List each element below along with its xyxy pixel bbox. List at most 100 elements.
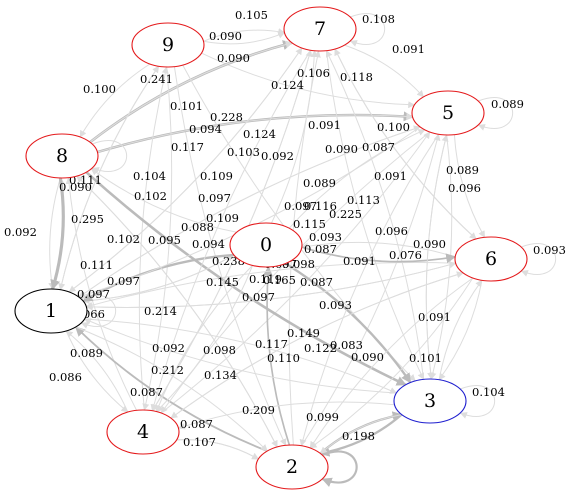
edge-label-9-to-2: 0.101 <box>170 99 203 113</box>
edge-label-1-to-4: 0.134 <box>204 368 237 382</box>
edge-6-to-6 <box>520 243 556 277</box>
edge-2-to-5 <box>300 133 441 447</box>
edge-9-to-7 <box>203 28 286 42</box>
edge-label-2-to-0: 0.145 <box>206 275 239 289</box>
edge-6-to-7 <box>334 48 477 240</box>
node-3-ellipse <box>393 378 467 424</box>
edge-2-to-1 <box>74 326 268 452</box>
edge-label-8-to-1: 0.295 <box>71 212 104 226</box>
edge-label-0-to-3: 0.225 <box>329 207 362 221</box>
edge-label-7-to-7: 0.108 <box>362 12 395 26</box>
edge-label-5-to-2: 0.087 <box>300 275 333 289</box>
node-0-ellipse <box>229 222 303 268</box>
edge-label-1-to-8: 0.092 <box>4 225 37 239</box>
edge-6-to-4 <box>170 272 464 419</box>
edge-label-0-to-7: 0.090 <box>325 142 358 156</box>
edge-label-9-to-7: 0.090 <box>209 29 242 43</box>
edge-label-4-to-2: 0.104 <box>472 385 505 399</box>
node-1: 1 <box>14 288 88 334</box>
edge-0-to-3 <box>284 262 412 384</box>
edge-3-to-2 <box>319 414 402 454</box>
edge-1-to-1 <box>80 295 116 329</box>
edge-label-3-to-7: 0.116 <box>304 199 337 213</box>
edge-6-to-3 <box>438 280 483 381</box>
edge-6-to-2 <box>309 277 474 449</box>
edge-label-9-to-5: 0.090 <box>217 51 250 65</box>
edge-label-2-to-2: 0.198 <box>342 429 375 443</box>
edge-label-9-to-8: 0.100 <box>83 82 116 96</box>
edge-label-6-to-0: 0.115 <box>293 217 326 231</box>
edge-label-6-to-2: 0.083 <box>330 338 363 352</box>
edge-label-9-to-3: 0.109 <box>200 169 233 183</box>
node-4: 4 <box>106 409 180 455</box>
node-7: 7 <box>283 6 357 52</box>
edge-8-to-1 <box>48 177 61 290</box>
edge-label-4-to-7: 0.097 <box>107 274 140 288</box>
edge-label-7-to-4: 0.098 <box>203 343 236 357</box>
edge-label-3-to-2: 0.212 <box>151 363 184 377</box>
edge-label-6-to-6: 0.093 <box>533 243 566 257</box>
edge-2-to-0 <box>262 265 291 446</box>
edge-1-to-2 <box>75 326 268 452</box>
edge-label-8-to-5: 0.228 <box>210 110 243 124</box>
edge-label-7-to-6: 0.118 <box>340 70 373 84</box>
node-9-ellipse <box>131 22 205 68</box>
edge-label-9-to-4: 0.102 <box>107 232 140 246</box>
edge-4-to-5 <box>160 131 431 414</box>
edge-9-to-8 <box>79 63 151 138</box>
edge-label-6-to-1: 0.093 <box>319 298 352 312</box>
edge-label-1-to-9: 0.102 <box>134 189 167 203</box>
edge-label-9-to-7: 0.105 <box>235 8 268 22</box>
node-8-ellipse <box>25 133 99 179</box>
node-8: 8 <box>25 133 99 179</box>
edge-8-to-2 <box>76 175 278 448</box>
edge-label-0-to-4: 0.117 <box>255 337 288 351</box>
edge-label-4-to-5: 0.091 <box>374 169 407 183</box>
edge-9-to-4 <box>142 66 173 411</box>
edge-8-to-1 <box>50 177 65 290</box>
edge-label-4-to-9: 0.104 <box>133 169 166 183</box>
edge-8-to-8 <box>91 140 127 174</box>
edge-3-to-3 <box>459 385 495 419</box>
node-0-label: 0 <box>260 234 272 256</box>
edge-label-1-to-7: 0.124 <box>243 127 276 141</box>
edge-1-to-4 <box>65 330 129 413</box>
edge-5-to-1 <box>78 126 421 298</box>
edge-0-to-7 <box>270 50 318 224</box>
edge-label-1-to-3: 0.091 <box>343 254 376 268</box>
edge-6-to-2 <box>309 277 474 449</box>
edge-label-3-to-5: 0.087 <box>362 140 395 154</box>
edge-3-to-1 <box>83 318 397 394</box>
edge-label-2-to-3: 0.209 <box>242 403 275 417</box>
node-2-ellipse <box>255 444 329 490</box>
edge-6-to-1 <box>85 262 456 311</box>
edge-8-to-7 <box>89 41 293 143</box>
edge-0-to-6 <box>301 246 457 264</box>
node-5: 5 <box>411 90 485 136</box>
edge-label-5-to-6: 0.089 <box>446 163 479 177</box>
edge-0-to-1 <box>82 254 235 305</box>
node-6-ellipse <box>454 236 528 282</box>
node-9: 9 <box>131 22 205 68</box>
edge-label-7-to-3: 0.113 <box>347 193 380 207</box>
node-5-ellipse <box>411 90 485 136</box>
edge-label-0-to-5: 0.091 <box>308 118 341 132</box>
edge-label-3-to-2: 0.107 <box>183 435 216 449</box>
edge-9-to-2 <box>173 66 287 446</box>
edge-7-to-7 <box>349 13 385 47</box>
edge-label-8-to-2: 0.086 <box>49 370 82 384</box>
edge-label-0-to-6: 0.149 <box>287 326 320 340</box>
edge-label-1-to-6: 0.076 <box>389 248 422 262</box>
node-4-label: 4 <box>137 421 149 443</box>
node-2: 2 <box>255 444 329 490</box>
edge-label-8-to-3: 0.103 <box>227 145 260 159</box>
node-4-ellipse <box>106 409 180 455</box>
edge-7-to-1 <box>68 47 303 293</box>
edge-6-to-1 <box>85 262 456 309</box>
edge-5-to-3 <box>425 134 448 380</box>
edge-5-to-5 <box>477 97 513 131</box>
edge-label-6-to-1: 0.097 <box>77 287 110 301</box>
edge-label-2-to-7: 0.089 <box>303 176 336 190</box>
edge-label-9-to-1: 0.097 <box>198 191 231 205</box>
